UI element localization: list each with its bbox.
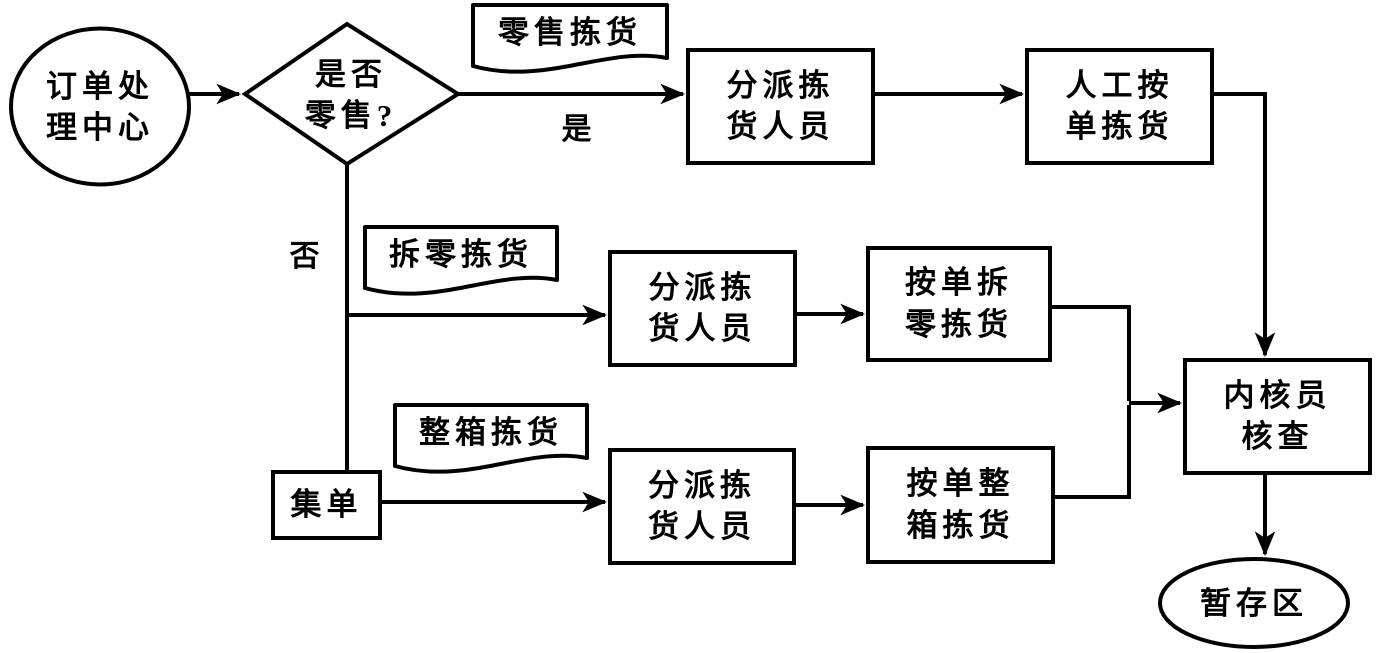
label-case-pick: 按单整 箱拣货	[906, 466, 1015, 543]
process-box-split-pick	[866, 246, 1052, 362]
label-doc-split-picking: 拆零拣货	[389, 237, 533, 273]
label-order-consolidation: 集单	[290, 486, 363, 522]
connector-manual-to-checker	[1212, 92, 1276, 358]
document-shape-retail-picking	[471, 3, 669, 74]
process-box-checker-review	[1183, 358, 1372, 475]
label-staging-area: 暂存区	[1200, 586, 1308, 622]
label-assign-pickers-mid: 分派拣 货人员	[648, 269, 757, 346]
process-box-order-consolidation	[271, 470, 382, 540]
label-assign-pickers-bottom: 分派拣 货人员	[648, 467, 756, 544]
process-box-case-pick	[866, 446, 1055, 564]
connector-split-to-junction	[1050, 305, 1131, 401]
end-ellipse-staging-area	[1158, 557, 1350, 649]
label-manual-pick: 人工按 单拣货	[1065, 67, 1174, 144]
label-order-center: 订单处 理中心	[46, 68, 154, 145]
document-shape-split-picking	[363, 225, 559, 296]
process-box-assign-pickers-bottom	[608, 448, 796, 565]
connector-case-to-junction	[1053, 405, 1131, 499]
process-box-manual-pick	[1025, 48, 1214, 165]
edge-label-yes: 是	[561, 113, 597, 147]
process-box-assign-pickers-mid	[608, 250, 797, 367]
edge-label-no: 否	[289, 240, 325, 274]
label-doc-retail-picking: 零售拣货	[498, 15, 642, 51]
start-ellipse-order-center	[9, 26, 191, 187]
label-split-pick: 按单拆 零拣货	[905, 265, 1013, 342]
label-doc-case-picking: 整箱拣货	[419, 415, 563, 451]
label-checker-review: 内核员 核查	[1223, 377, 1332, 454]
process-box-assign-pickers-top	[686, 48, 875, 165]
label-retail-decision: 是否 零售?	[304, 56, 398, 133]
label-assign-pickers-top: 分派拣 货人员	[726, 67, 835, 144]
document-shape-case-picking	[393, 403, 589, 474]
